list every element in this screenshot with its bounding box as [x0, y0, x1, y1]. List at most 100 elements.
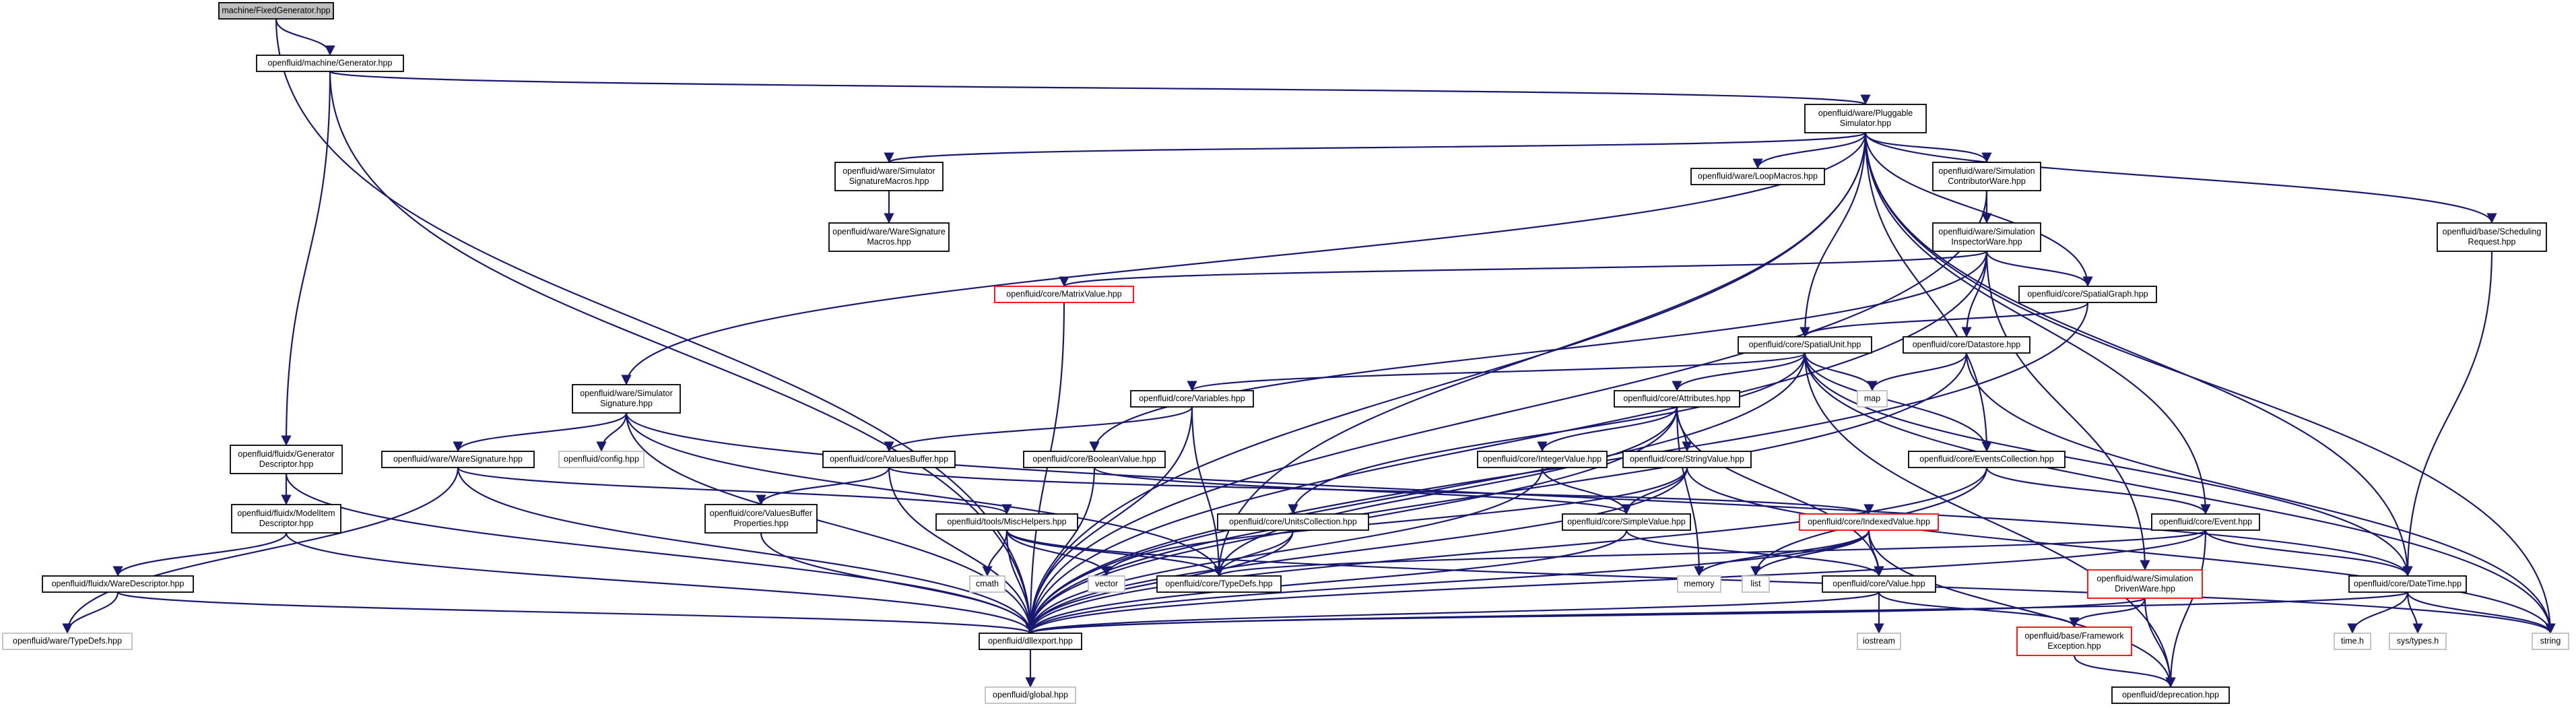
- node-misc-helpers-hpp[interactable]: openfluid/tools/MiscHelpers.hpp: [935, 513, 1078, 531]
- node-string[interactable]: string: [2532, 633, 2569, 650]
- node-indexed-value-hpp[interactable]: openfluid/core/IndexedValue.hpp: [1799, 513, 1939, 531]
- node-memory[interactable]: memory: [1677, 575, 1721, 593]
- node-date-time-hpp-box: [2348, 575, 2467, 593]
- node-ware-typedefs-hpp[interactable]: openfluid/ware/TypeDefs.hpp: [2, 633, 133, 650]
- node-spatial-graph-hpp[interactable]: openfluid/core/SpatialGraph.hpp: [2018, 286, 2157, 303]
- edge-inspector-to-dllexport: [1025, 251, 1988, 634]
- edge-generator-to-dllexport: [329, 71, 1036, 634]
- node-matrix-value-hpp[interactable]: openfluid/core/MatrixValue.hpp: [994, 286, 1134, 303]
- node-time-h-label: time.h: [2341, 636, 2364, 645]
- node-value-hpp[interactable]: openfluid/core/Value.hpp: [1822, 575, 1936, 593]
- edge-fixedgen-to-generator: [275, 18, 335, 56]
- edge-modelitem-to-waredesc: [112, 532, 288, 577]
- node-iostream-box: [1857, 633, 1901, 650]
- edge-mischelpers-to-dllexport: [1005, 529, 1036, 634]
- node-dllexport-hpp-label: openfluid/dllexport.hpp: [988, 636, 1073, 645]
- node-attributes-hpp[interactable]: openfluid/core/Attributes.hpp: [1614, 390, 1740, 408]
- node-variables-hpp-box: [1130, 390, 1254, 408]
- edge-attributes-to-value: [1676, 406, 1884, 577]
- node-variables-hpp[interactable]: openfluid/core/Variables.hpp: [1130, 390, 1254, 408]
- node-indexed-value-hpp-box: [1799, 513, 1939, 531]
- node-ware-descriptor-hpp-label: openfluid/fluidx/WareDescriptor.hpp: [52, 579, 185, 588]
- node-simulation-contributor-ware-hpp-label: openfluid/ware/Simulation: [1938, 166, 2035, 176]
- node-values-buffer-hpp[interactable]: openfluid/core/ValuesBuffer.hpp: [822, 451, 956, 468]
- node-event-hpp[interactable]: openfluid/core/Event.hpp: [2151, 513, 2260, 531]
- node-simulation-inspector-ware-hpp[interactable]: openfluid/ware/SimulationInspectorWare.h…: [1932, 222, 2041, 252]
- node-ware-typedefs-hpp-label: openfluid/ware/TypeDefs.hpp: [13, 636, 122, 645]
- node-simple-value-hpp[interactable]: openfluid/core/SimpleValue.hpp: [1562, 513, 1691, 531]
- node-spatial-unit-hpp-label: openfluid/core/SpatialUnit.hpp: [1749, 340, 1861, 349]
- node-simulation-contributor-ware-hpp[interactable]: openfluid/ware/SimulationContributorWare…: [1932, 162, 2041, 191]
- node-boolean-value-hpp[interactable]: openfluid/core/BooleanValue.hpp: [1023, 451, 1166, 468]
- node-units-collection-hpp[interactable]: openfluid/core/UnitsCollection.hpp: [1217, 513, 1369, 531]
- node-spatial-unit-hpp-box: [1738, 336, 1872, 354]
- node-events-collection-hpp-label: openfluid/core/EventsCollection.hpp: [1919, 454, 2053, 463]
- edge-inspector-to-spatialgraph: [1985, 251, 2093, 287]
- node-attributes-hpp-label: openfluid/core/Attributes.hpp: [1623, 393, 1730, 403]
- node-dllexport-hpp[interactable]: openfluid/dllexport.hpp: [979, 633, 1082, 650]
- node-config-hpp-box: [558, 451, 645, 468]
- edge-datetime-to-systypes: [2406, 591, 2423, 634]
- node-string-value-hpp-label: openfluid/core/StringValue.hpp: [1630, 454, 1744, 463]
- node-iostream[interactable]: iostream: [1857, 633, 1901, 650]
- node-simple-value-hpp-label: openfluid/core/SimpleValue.hpp: [1567, 517, 1686, 526]
- node-ware-signature-hpp[interactable]: openfluid/ware/WareSignature.hpp: [381, 451, 535, 468]
- node-values-buffer-properties-hpp[interactable]: openfluid/core/ValuesBufferProperties.hp…: [704, 504, 818, 534]
- node-string-value-hpp[interactable]: openfluid/core/StringValue.hpp: [1622, 451, 1752, 468]
- node-core-typedefs-hpp[interactable]: openfluid/core/TypeDefs.hpp: [1156, 575, 1282, 593]
- edge-boolean-to-simple: [1093, 467, 1632, 515]
- node-map[interactable]: map: [1857, 390, 1888, 408]
- node-generator-descriptor-hpp-label: openfluid/fluidx/Generator: [238, 449, 334, 459]
- node-ware-descriptor-hpp[interactable]: openfluid/fluidx/WareDescriptor.hpp: [42, 575, 194, 593]
- node-integer-value-hpp[interactable]: openfluid/core/IntegerValue.hpp: [1477, 451, 1608, 468]
- node-memory-label: memory: [1684, 579, 1715, 588]
- node-datastore-hpp[interactable]: openfluid/core/Datastore.hpp: [1903, 336, 2030, 354]
- node-date-time-hpp[interactable]: openfluid/core/DateTime.hpp: [2348, 575, 2467, 593]
- node-config-hpp[interactable]: openfluid/config.hpp: [558, 451, 645, 468]
- node-deprecation-hpp[interactable]: openfluid/deprecation.hpp: [2111, 686, 2230, 704]
- node-framework-exception-hpp-box: [2016, 626, 2132, 656]
- node-value-hpp-label: openfluid/core/Value.hpp: [1832, 579, 1925, 588]
- node-cmath-label: cmath: [976, 579, 999, 588]
- node-string-label: string: [2540, 636, 2561, 645]
- node-fixed-generator-hpp[interactable]: machine/FixedGenerator.hpp: [218, 2, 334, 20]
- edge-string-to-string_std: [1686, 467, 2556, 634]
- node-cmath[interactable]: cmath: [969, 575, 1005, 593]
- node-simulator-signature-macros-hpp[interactable]: openfluid/ware/SimulatorSignatureMacros.…: [834, 162, 944, 191]
- edge-mischelpers-to-typedefs: [1005, 529, 1224, 577]
- node-loop-macros-hpp[interactable]: openfluid/ware/LoopMacros.hpp: [1690, 168, 1825, 185]
- node-events-collection-hpp[interactable]: openfluid/core/EventsCollection.hpp: [1908, 451, 2066, 468]
- node-list[interactable]: list: [1742, 575, 1770, 593]
- edge-gendesc-to-dllexport: [285, 473, 1036, 634]
- edge-pluggable-to-spatialgraph: [1864, 132, 2093, 287]
- node-sys-types-h[interactable]: sys/types.h: [2389, 633, 2447, 650]
- node-value-hpp-box: [1822, 575, 1936, 593]
- node-spatial-graph-hpp-label: openfluid/core/SpatialGraph.hpp: [2027, 289, 2148, 298]
- node-global-hpp[interactable]: openfluid/global.hpp: [985, 686, 1076, 704]
- node-iostream-label: iostream: [1863, 636, 1895, 645]
- node-variables-hpp-label: openfluid/core/Variables.hpp: [1139, 393, 1245, 403]
- node-machine-generator-hpp[interactable]: openfluid/machine/Generator.hpp: [256, 55, 404, 72]
- node-units-collection-hpp-box: [1217, 513, 1369, 531]
- edge-indexed-to-list: [1750, 529, 1870, 577]
- node-simulation-inspector-ware-hpp-label: InspectorWare.hpp: [1951, 237, 2022, 247]
- node-spatial-unit-hpp[interactable]: openfluid/core/SpatialUnit.hpp: [1738, 336, 1872, 354]
- node-vector[interactable]: vector: [1088, 575, 1125, 593]
- edge-boolean-to-dllexport: [1025, 467, 1096, 634]
- node-matrix-value-hpp-box: [994, 286, 1134, 303]
- node-ware-signature-macros-hpp-box: [828, 222, 950, 252]
- node-boolean-value-hpp-label: openfluid/core/BooleanValue.hpp: [1032, 454, 1156, 463]
- edge-event-to-typedefs: [1214, 529, 2207, 577]
- edge-contrib-to-dllexport: [1025, 190, 1988, 634]
- node-time-h[interactable]: time.h: [2334, 633, 2371, 650]
